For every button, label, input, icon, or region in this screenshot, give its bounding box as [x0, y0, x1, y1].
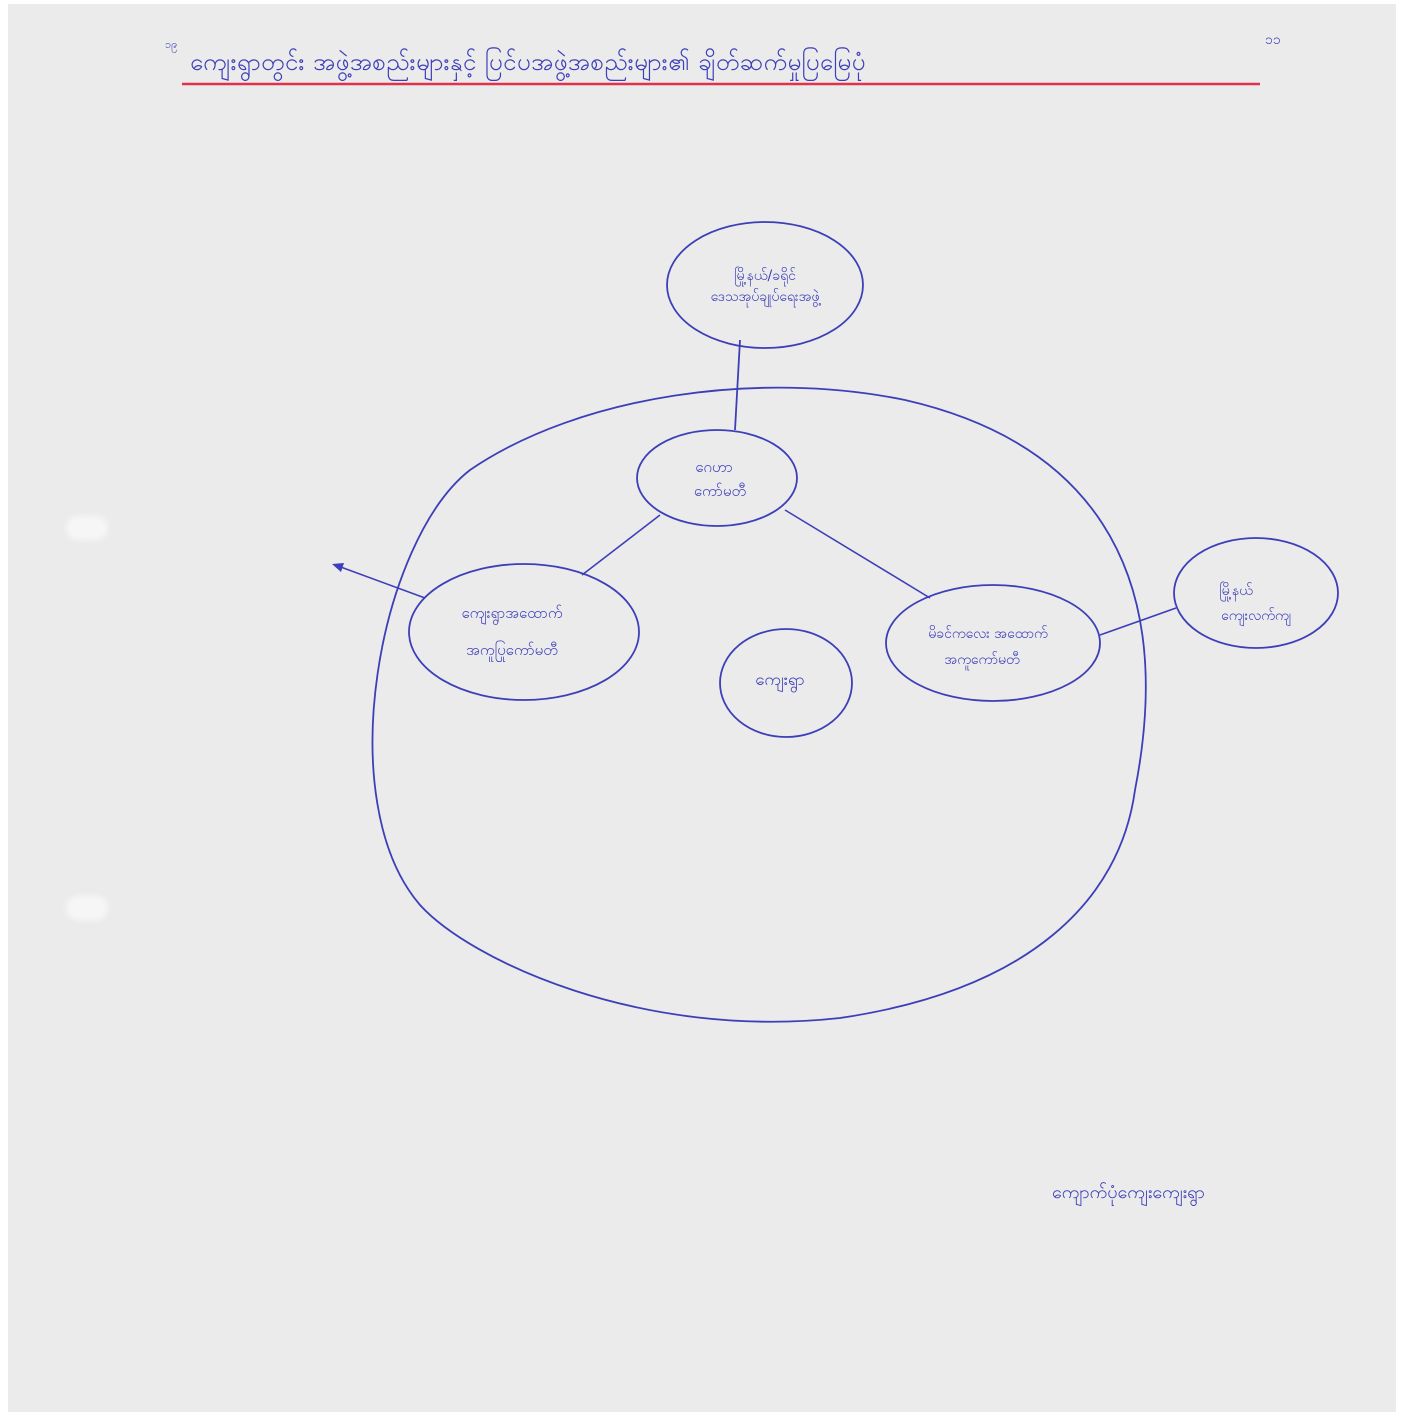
- node-right-external-line1: မြို့နယ်: [1219, 582, 1253, 601]
- node-right-external-line2: ကျေးလက်ကျ: [1221, 608, 1291, 626]
- node-center-label: ကျေးရွာ: [755, 670, 805, 693]
- node-right-inner-line1: မိခင်ကလေး အထောက်: [928, 626, 1048, 642]
- punch-hole: [66, 896, 108, 920]
- node-right-inner-line2: အကူကော်မတီ: [944, 652, 1020, 670]
- link-left-outward: [337, 565, 426, 599]
- link-top: [734, 339, 741, 431]
- page-number-right: ၁၁: [1265, 32, 1281, 48]
- punch-hole: [66, 516, 108, 540]
- node-top-inner-line1: ဂေဟာ: [695, 458, 733, 476]
- node-center: [719, 628, 853, 738]
- node-left-inner-line2: အကူပြုကော်မတီ: [466, 640, 558, 662]
- village-caption: ကျောက်ပုံကျေးကျေးရွာ: [1052, 1182, 1205, 1203]
- link-right: [784, 509, 931, 599]
- node-top-external-line2: ဒေသအုပ်ချုပ်ရေးအဖွဲ့: [711, 289, 822, 307]
- arrow-head-icon: [332, 563, 344, 572]
- node-top-external-line1: မြို့နယ်/ခရိုင်: [734, 267, 796, 286]
- node-right-external: [1173, 537, 1339, 649]
- village-boundary: [371, 386, 1147, 1023]
- node-right-inner: [885, 584, 1101, 702]
- link-right-external: [1099, 607, 1177, 636]
- page-title: ကျေးရွာတွင်း အဖွဲ့အစည်းများနှင့် ပြင်ပအဖ…: [190, 48, 866, 76]
- page-number-left: ၁၉: [165, 38, 178, 51]
- node-top-inner-line2: ကော်မတီ: [694, 482, 746, 500]
- paper-sheet: [8, 4, 1396, 1412]
- node-top-inner: [636, 429, 798, 527]
- node-top-external: [666, 221, 864, 349]
- link-left: [581, 514, 661, 576]
- node-left-inner: [408, 563, 640, 701]
- node-left-inner-line1: ကျေးရွာအထောက်: [461, 604, 562, 625]
